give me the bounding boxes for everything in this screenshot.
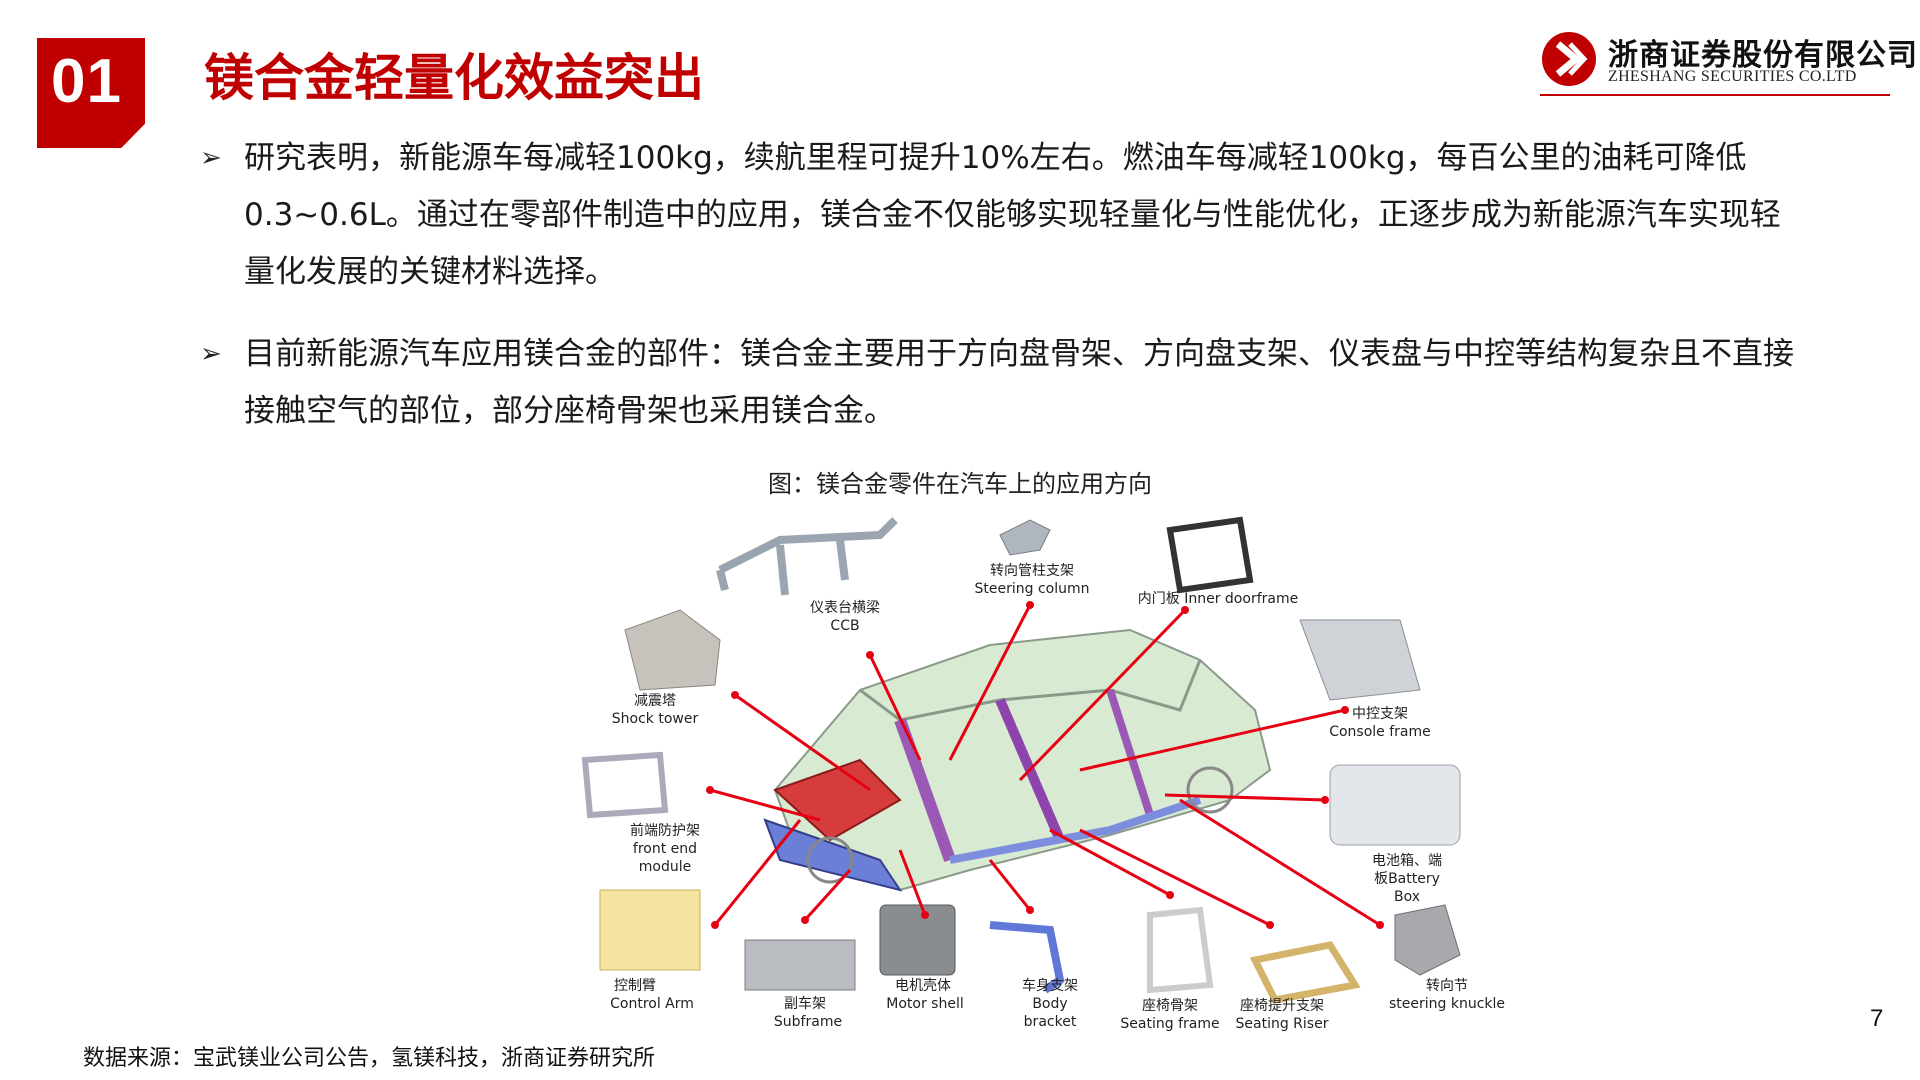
label-battery-en1: 板Battery xyxy=(1374,871,1440,887)
seating-frame-part-icon xyxy=(1147,906,1214,994)
subframe-part-icon xyxy=(744,939,856,991)
car-body-frame xyxy=(763,628,1272,892)
label-motor-cn: 电机壳体 xyxy=(895,977,951,994)
data-source-note: 数据来源：宝武镁业公司公告，氢镁科技，浙商证券研究所 xyxy=(83,1046,656,1071)
label-steering-cn: 转向管柱支架 xyxy=(990,563,1074,579)
label-riser-cn: 座椅提升支架 xyxy=(1240,998,1324,1014)
label-front-cn: 前端防护架 xyxy=(630,822,700,839)
pointer-lines xyxy=(709,604,1381,927)
body-bracket-part-icon xyxy=(989,921,1065,994)
label-subframe-en: Subframe xyxy=(774,1014,842,1030)
page-title: 镁合金轻量化效益突出 xyxy=(204,49,704,107)
label-battery-en2: Box xyxy=(1394,889,1420,905)
shock-tower-part-icon xyxy=(624,609,721,691)
section-number: 01 xyxy=(51,47,122,116)
part-thumbnails xyxy=(581,516,1461,1004)
figure-caption: 图：镁合金零件在汽车上的应用方向 xyxy=(768,470,1152,498)
label-battery-cn: 电池箱、端 xyxy=(1372,853,1442,869)
section-number-badge: 01 xyxy=(37,38,145,148)
pointer-dots xyxy=(706,601,1384,929)
label-body-cn: 车身支架 xyxy=(1022,977,1078,994)
label-motor-en: Motor shell xyxy=(886,996,963,1012)
company-logo: 浙商证券股份有限公司 ZHESHANG SECURITIES CO.LTD xyxy=(1540,30,1917,96)
arrow-bullet-icon: ➢ xyxy=(200,339,222,369)
zheshang-logo-icon xyxy=(1542,32,1596,86)
bullet-text: 研究表明，新能源车每减轻100kg，续航里程可提升10%左右。燃油车每减轻100… xyxy=(244,140,1781,290)
label-door: 内门板 Inner doorframe xyxy=(1138,591,1298,607)
label-shock-en: Shock tower xyxy=(612,711,699,727)
logo-english-name: ZHESHANG SECURITIES CO.LTD xyxy=(1608,68,1857,85)
motor-shell-part-icon xyxy=(879,904,956,976)
label-knuckle-cn: 转向节 xyxy=(1426,978,1468,994)
page-number: 7 xyxy=(1870,1005,1884,1032)
seating-riser-part-icon xyxy=(1249,941,1361,1004)
battery-box-part-icon xyxy=(1329,764,1461,846)
steering-column-part-icon xyxy=(999,519,1051,556)
label-console-en: Console frame xyxy=(1329,724,1431,740)
label-subframe-cn: 副车架 xyxy=(784,995,826,1012)
steering-knuckle-part-icon xyxy=(1394,904,1461,976)
car-parts-diagram: 仪表台横梁 CCB 转向管柱支架 Steering column 内门板 Inn… xyxy=(581,516,1505,1032)
label-control-en: Control Arm xyxy=(610,996,694,1012)
label-front-en1: front end xyxy=(633,841,697,857)
inner-doorframe-part-icon xyxy=(1166,516,1254,594)
label-control-cn: 控制臂 xyxy=(614,978,656,994)
label-seat-cn: 座椅骨架 xyxy=(1142,998,1198,1014)
label-knuckle-en: steering knuckle xyxy=(1389,996,1505,1012)
ccb-part-icon xyxy=(716,517,898,596)
logo-chinese-name: 浙商证券股份有限公司 xyxy=(1608,38,1918,73)
label-steering-en: Steering column xyxy=(975,581,1090,597)
label-seat-en: Seating frame xyxy=(1120,1016,1219,1032)
label-front-en2: module xyxy=(639,859,691,875)
bullet-text: 目前新能源汽车应用镁合金的部件：镁合金主要用于方向盘骨架、方向盘支架、仪表盘与中… xyxy=(244,336,1794,429)
label-ccb-cn: 仪表台横梁 xyxy=(810,600,880,616)
label-body-en1: Body xyxy=(1032,996,1067,1012)
console-frame-part-icon xyxy=(1299,619,1421,701)
label-console-cn: 中控支架 xyxy=(1352,706,1408,722)
label-riser-en: Seating Riser xyxy=(1236,1016,1329,1032)
logo-underline xyxy=(1540,94,1890,96)
label-ccb-en: CCB xyxy=(830,618,859,634)
control-arm-part-icon xyxy=(599,889,701,971)
front-end-module-part-icon xyxy=(581,751,669,819)
label-body-en2: bracket xyxy=(1024,1014,1077,1030)
label-shock-cn: 减震塔 xyxy=(634,693,676,709)
arrow-bullet-icon: ➢ xyxy=(200,143,222,173)
